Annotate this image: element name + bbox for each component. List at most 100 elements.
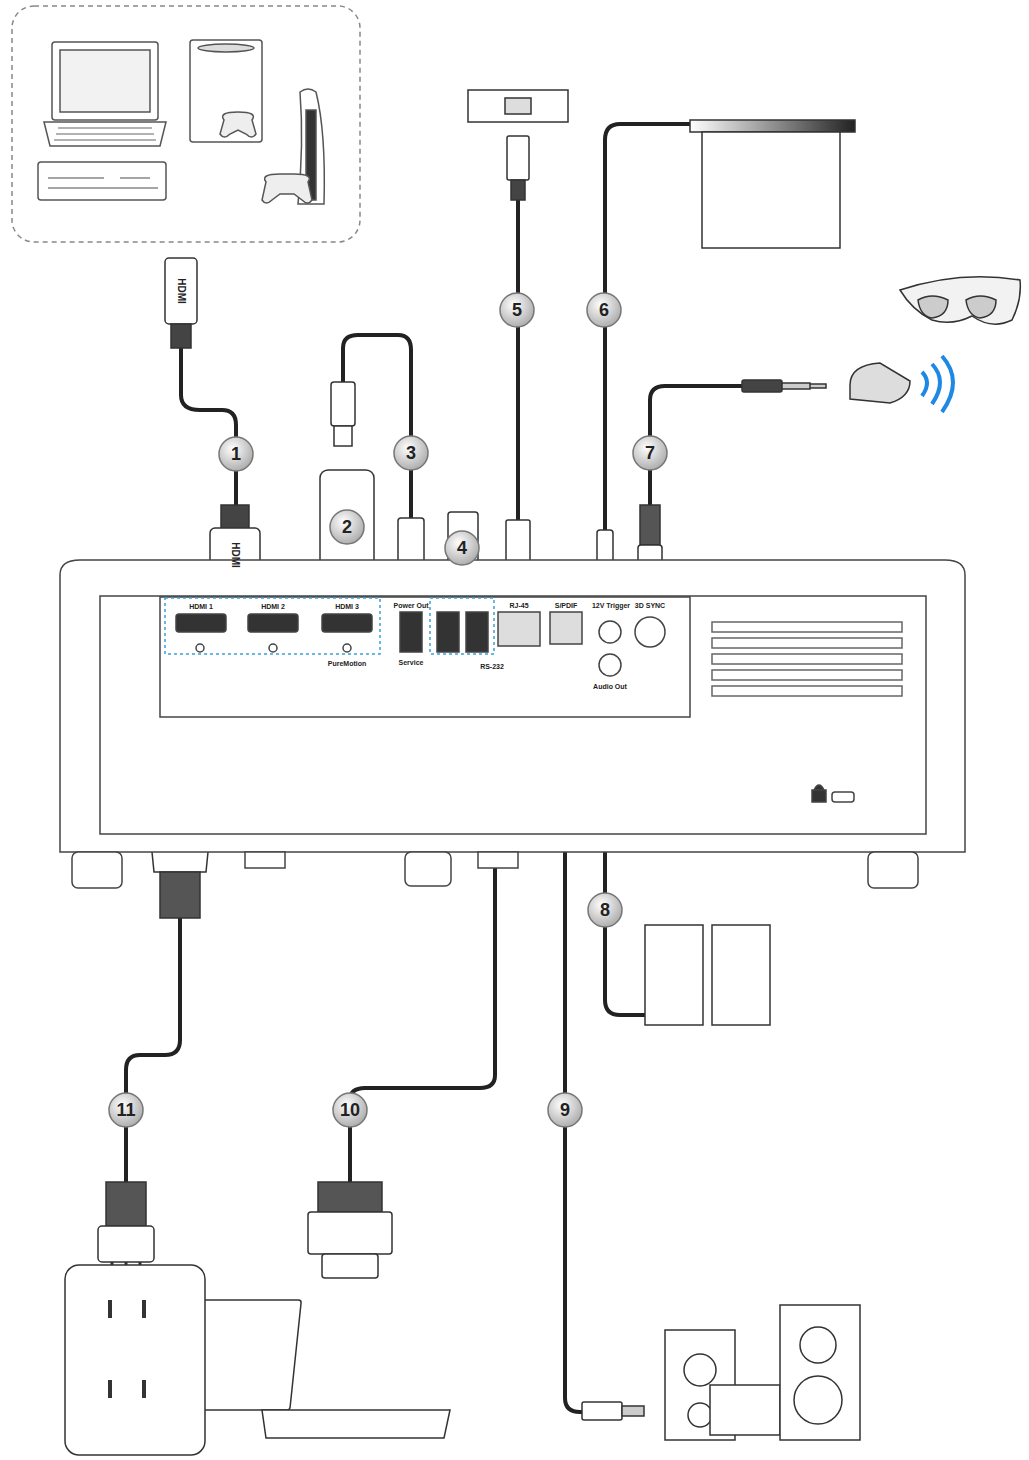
db9-plug-tip — [322, 1254, 378, 1278]
io-panel — [160, 597, 690, 717]
speaker-cone — [688, 1403, 712, 1427]
port-label: HDMI 3 — [335, 603, 359, 610]
callout-circle — [548, 1093, 582, 1127]
port-group-outline — [430, 598, 494, 654]
disc-player — [38, 162, 166, 200]
port-label: RJ-45 — [509, 602, 528, 609]
port-label: Power Out — [393, 602, 428, 609]
hdmi-port — [322, 614, 372, 632]
port-label: PureMotion — [328, 660, 367, 667]
rca-plug-tip — [622, 1406, 644, 1416]
speaker — [712, 925, 770, 1025]
plug-strain-relief — [221, 505, 249, 531]
lan-jack — [505, 98, 531, 114]
amplifier — [710, 1385, 780, 1435]
game-controller — [262, 174, 312, 203]
wall-outlet — [65, 1265, 205, 1455]
usb-port — [437, 612, 459, 652]
lan-wall-plate — [468, 90, 568, 122]
rs232-cable — [350, 800, 495, 1182]
trigger-jack — [599, 621, 621, 643]
callout-number: 9 — [560, 1101, 570, 1119]
plug-strain-relief — [106, 1182, 146, 1226]
port-label: HDMI 2 — [261, 603, 285, 610]
audio-jack — [599, 654, 621, 676]
db9-plug — [308, 1212, 392, 1254]
lan-cable — [516, 200, 520, 520]
port-label: 12V Trigger — [592, 602, 630, 609]
port-label: HDMI 1 — [189, 603, 213, 610]
port-indicator — [269, 644, 277, 652]
plug-strain-relief — [171, 324, 191, 348]
console-tower — [190, 40, 262, 142]
callout-circle — [330, 510, 364, 544]
callout-circle — [109, 1093, 143, 1127]
power-cable — [126, 918, 180, 1182]
plug-strain-relief — [511, 180, 525, 200]
projector — [60, 560, 965, 888]
port-indicator — [196, 644, 204, 652]
port-label: RS-232 — [480, 663, 504, 670]
usb-plug-tip — [334, 426, 352, 446]
callout-number: 11 — [116, 1101, 135, 1119]
game-controller — [220, 112, 256, 137]
plug-logo: HDMI — [176, 278, 186, 304]
trigger-cable — [605, 124, 700, 532]
sync-emitter — [850, 363, 910, 403]
projector-foot — [72, 852, 122, 888]
usb-plug — [331, 382, 355, 426]
speaker-cone — [794, 1376, 842, 1424]
player-details — [48, 178, 158, 188]
callout-badges — [109, 293, 667, 1127]
callout-number: 8 — [600, 901, 610, 919]
callout-number: 10 — [340, 1101, 360, 1119]
lock-icon — [812, 785, 826, 802]
port-label: Audio Out — [593, 683, 627, 690]
callout-number: 7 — [645, 444, 655, 462]
callout-number: 1 — [231, 445, 241, 463]
callout-number: 4 — [457, 539, 467, 557]
plug-strain-relief — [160, 872, 200, 918]
lock-slot — [832, 792, 854, 802]
power-plug — [98, 1226, 154, 1262]
console-vent — [198, 44, 254, 52]
projection-screen — [702, 132, 840, 248]
vents — [712, 622, 902, 696]
plug-strain-relief — [318, 1182, 382, 1212]
callout-number: 6 — [599, 301, 609, 319]
sync-port — [635, 617, 665, 647]
laptop-screen — [60, 50, 150, 112]
laptop-base — [44, 122, 166, 146]
hdmi-plug — [165, 258, 197, 324]
peripherals — [65, 120, 1020, 1455]
laptop-lid — [52, 42, 158, 120]
projector-foot — [478, 852, 518, 868]
outlet-slots — [110, 1300, 144, 1398]
hdmi-port — [176, 614, 226, 632]
speaker-cone — [800, 1327, 836, 1363]
projector-foot — [868, 852, 918, 888]
screen-housing — [690, 120, 855, 132]
rj45-port — [498, 612, 540, 646]
projector-foot — [245, 852, 285, 868]
speaker — [645, 925, 703, 1025]
wireless-signal — [922, 356, 953, 412]
source-devices — [12, 6, 360, 242]
sync-plug-sleeve — [640, 505, 660, 545]
port-label: S/PDIF — [555, 602, 578, 609]
usb-port — [400, 612, 422, 652]
speaker-cone — [684, 1354, 716, 1386]
callout-number: 2 — [342, 518, 352, 536]
port-label: 3D SYNC — [635, 602, 665, 609]
callout-circle — [445, 531, 479, 565]
laptop-keys — [54, 128, 156, 140]
port-group-outline — [165, 598, 380, 654]
port-indicator — [343, 644, 351, 652]
rear-panel — [100, 596, 926, 834]
rj45-plug — [507, 136, 529, 180]
device-group-outline — [12, 6, 360, 242]
hdmi-port — [248, 614, 298, 632]
